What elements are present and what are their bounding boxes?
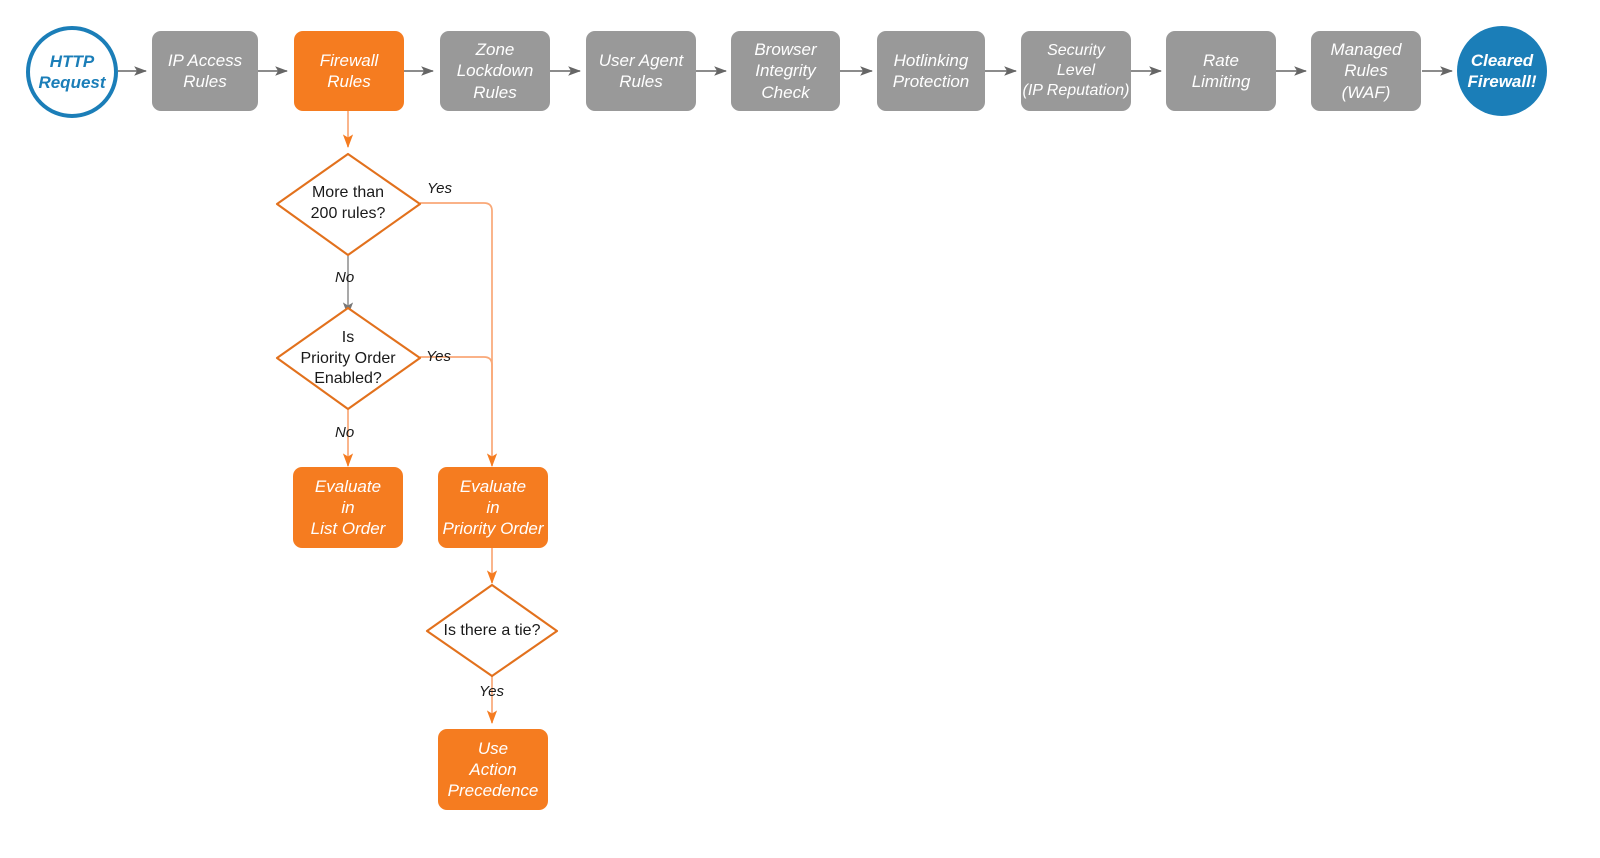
label-priority-order-enabled[interactable]: Is Priority Order Enabled? xyxy=(300,328,396,388)
node-managed-rules-waf[interactable]: Managed Rules (WAF) xyxy=(1311,31,1421,111)
node-hotlinking-protection[interactable]: Hotlinking Protection xyxy=(877,31,985,111)
node-browser-integrity-check[interactable]: Browser Integrity Check xyxy=(731,31,840,111)
label-more-than-200-rules[interactable]: More than 200 rules? xyxy=(310,184,386,222)
diamond-is-there-a-tie xyxy=(425,583,559,678)
node-user-agent-rules[interactable]: User Agent Rules xyxy=(586,31,696,111)
edge-label-tie-yes: Yes xyxy=(479,683,505,700)
node-rate-limiting[interactable]: Rate Limiting xyxy=(1166,31,1276,111)
decision-shapes xyxy=(275,152,559,678)
diamond-priority-order-enabled xyxy=(275,306,422,411)
edge-label-priority-order-yes: Yes xyxy=(426,348,452,365)
edge-d2-yes xyxy=(420,356,493,380)
node-evaluate-list-order[interactable]: Evaluate in List Order xyxy=(293,467,403,548)
node-cleared-firewall[interactable]: Cleared Firewall! xyxy=(1457,26,1547,116)
edge-label-more-than-200-yes: Yes xyxy=(427,180,453,197)
edge-d1-yes xyxy=(420,202,498,468)
node-security-level[interactable]: Security Level (IP Reputation) xyxy=(1021,31,1131,111)
label-is-there-a-tie[interactable]: Is there a tie? xyxy=(443,621,541,639)
node-firewall-rules[interactable]: Firewall Rules xyxy=(294,31,404,111)
node-zone-lockdown-rules[interactable]: Zone Lockdown Rules xyxy=(440,31,550,111)
edge-label-priority-order-no: No xyxy=(335,424,355,441)
node-http-request[interactable]: HTTP Request xyxy=(26,26,118,118)
node-evaluate-priority-order[interactable]: Evaluate in Priority Order xyxy=(438,467,548,548)
diamond-more-than-200-rules xyxy=(275,152,422,257)
node-use-action-precedence[interactable]: Use Action Precedence xyxy=(438,729,548,810)
edge-label-more-than-200-no: No xyxy=(335,269,355,286)
node-ip-access-rules[interactable]: IP Access Rules xyxy=(152,31,258,111)
